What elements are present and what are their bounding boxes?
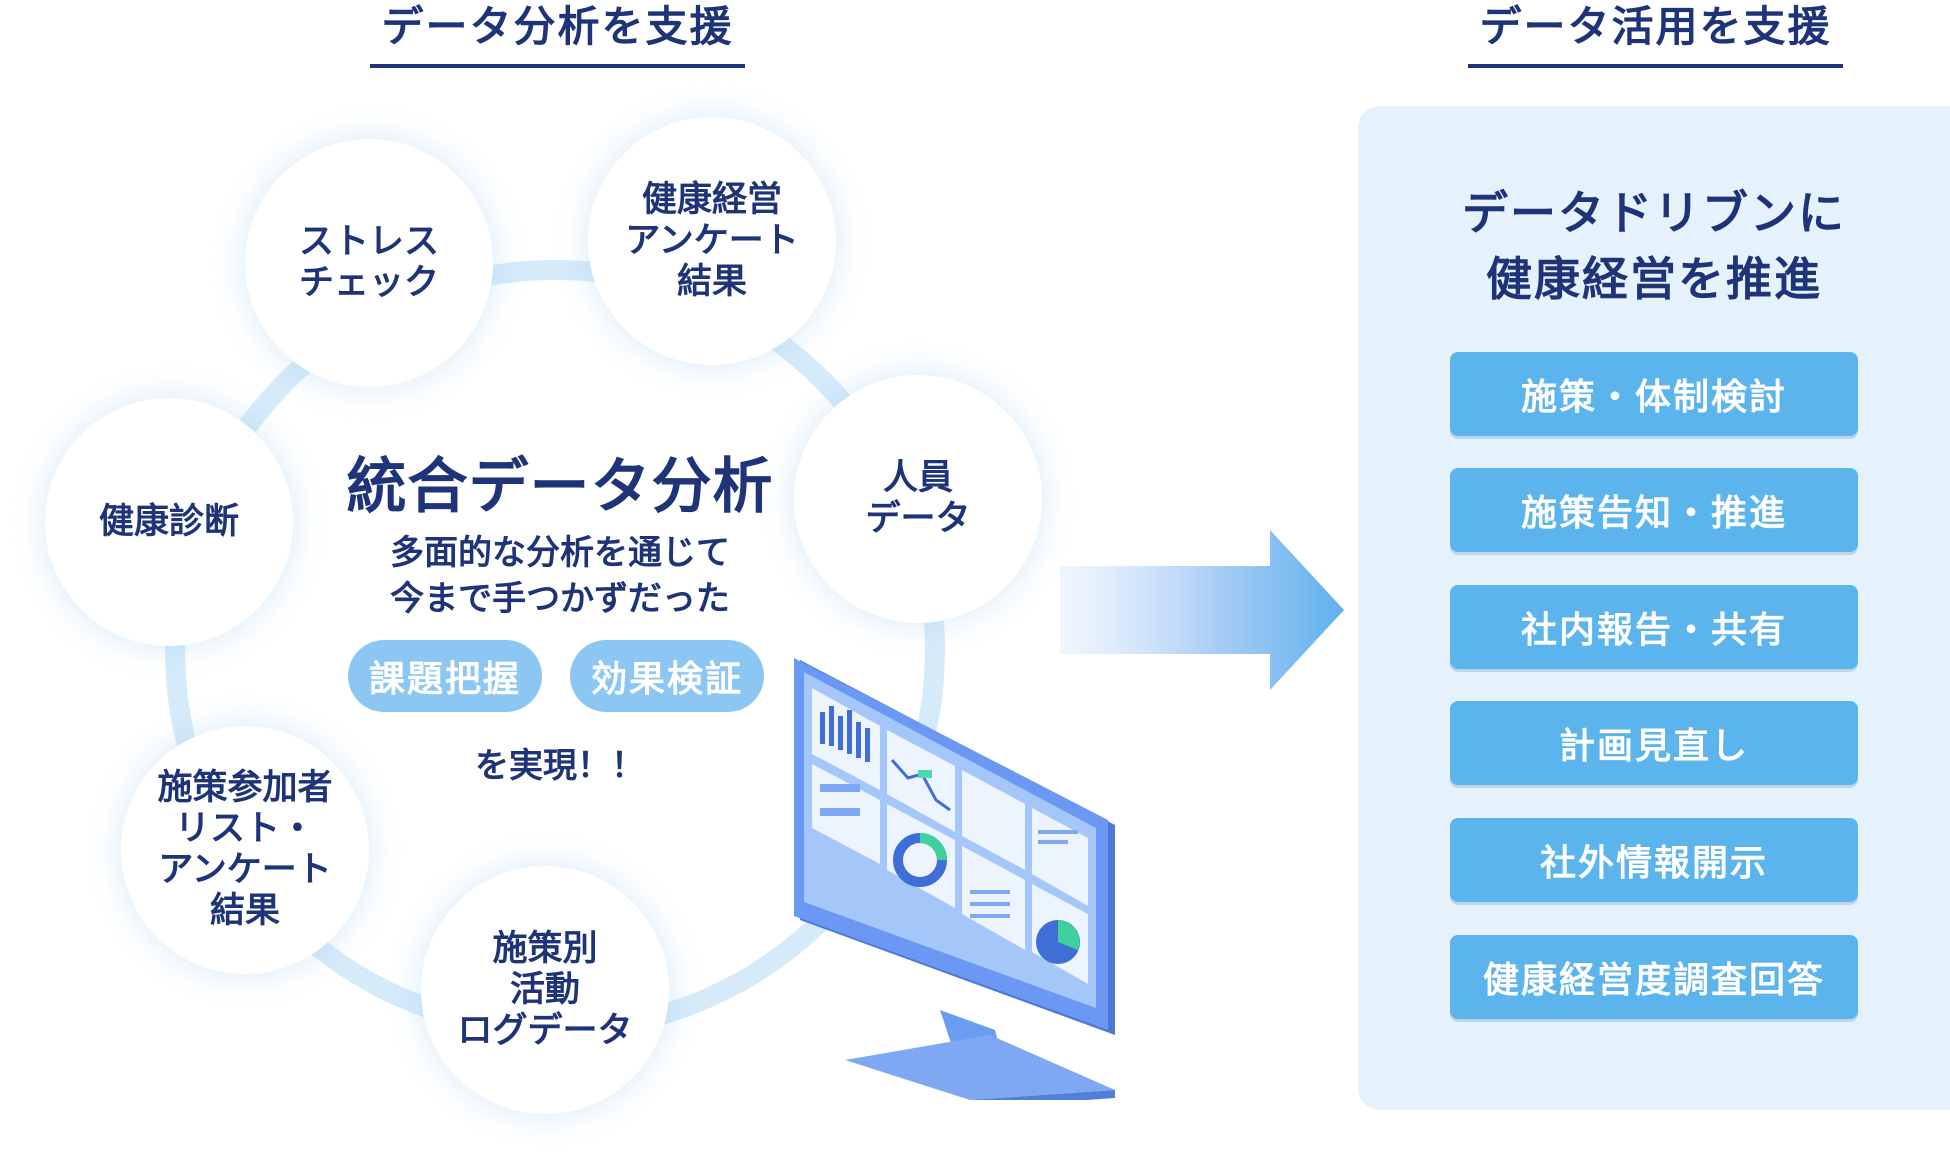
action-policy-promotion: 施策告知・推進 xyxy=(1450,468,1858,552)
heading-data-analysis: データ分析を支援 xyxy=(370,0,745,68)
action-external-disclosure: 社外情報開示 xyxy=(1450,818,1858,902)
source-personnel-data: 人員 データ xyxy=(794,375,1042,623)
utilization-panel: データドリブンに 健康経営を推進 施策・体制検討 施策告知・推進 社内報告・共有… xyxy=(1358,106,1950,1110)
heading-data-utilization: データ活用を支援 xyxy=(1468,0,1843,68)
panel-title: データドリブンに 健康経営を推進 xyxy=(1462,186,1846,306)
source-participant-list: 施策参加者 リスト・ アンケート 結果 xyxy=(121,726,369,974)
pill-effect-verification: 効果検証 xyxy=(570,640,764,712)
source-stress-check: ストレス チェック xyxy=(245,139,493,387)
action-plan-revision: 計画見直し xyxy=(1450,701,1858,785)
action-policy-review: 施策・体制検討 xyxy=(1450,352,1858,436)
source-activity-log: 施策別 活動 ログデータ xyxy=(421,866,669,1114)
pill-issue-identification: 課題把握 xyxy=(348,640,542,712)
center-description: 多面的な分析を通じて 今まで手つかずだった xyxy=(390,533,730,619)
action-health-survey-response: 健康経営度調査回答 xyxy=(1450,935,1858,1019)
source-health-checkup: 健康診断 xyxy=(45,398,293,646)
source-health-survey: 健康経営 アンケート 結果 xyxy=(588,117,836,365)
action-internal-reporting: 社内報告・共有 xyxy=(1450,585,1858,669)
center-suffix: を実現！！ xyxy=(475,746,645,786)
right-arrow-icon xyxy=(1060,530,1344,690)
dashboard-monitor-icon xyxy=(794,658,1115,1100)
center-title: 統合データ分析 xyxy=(346,452,774,522)
